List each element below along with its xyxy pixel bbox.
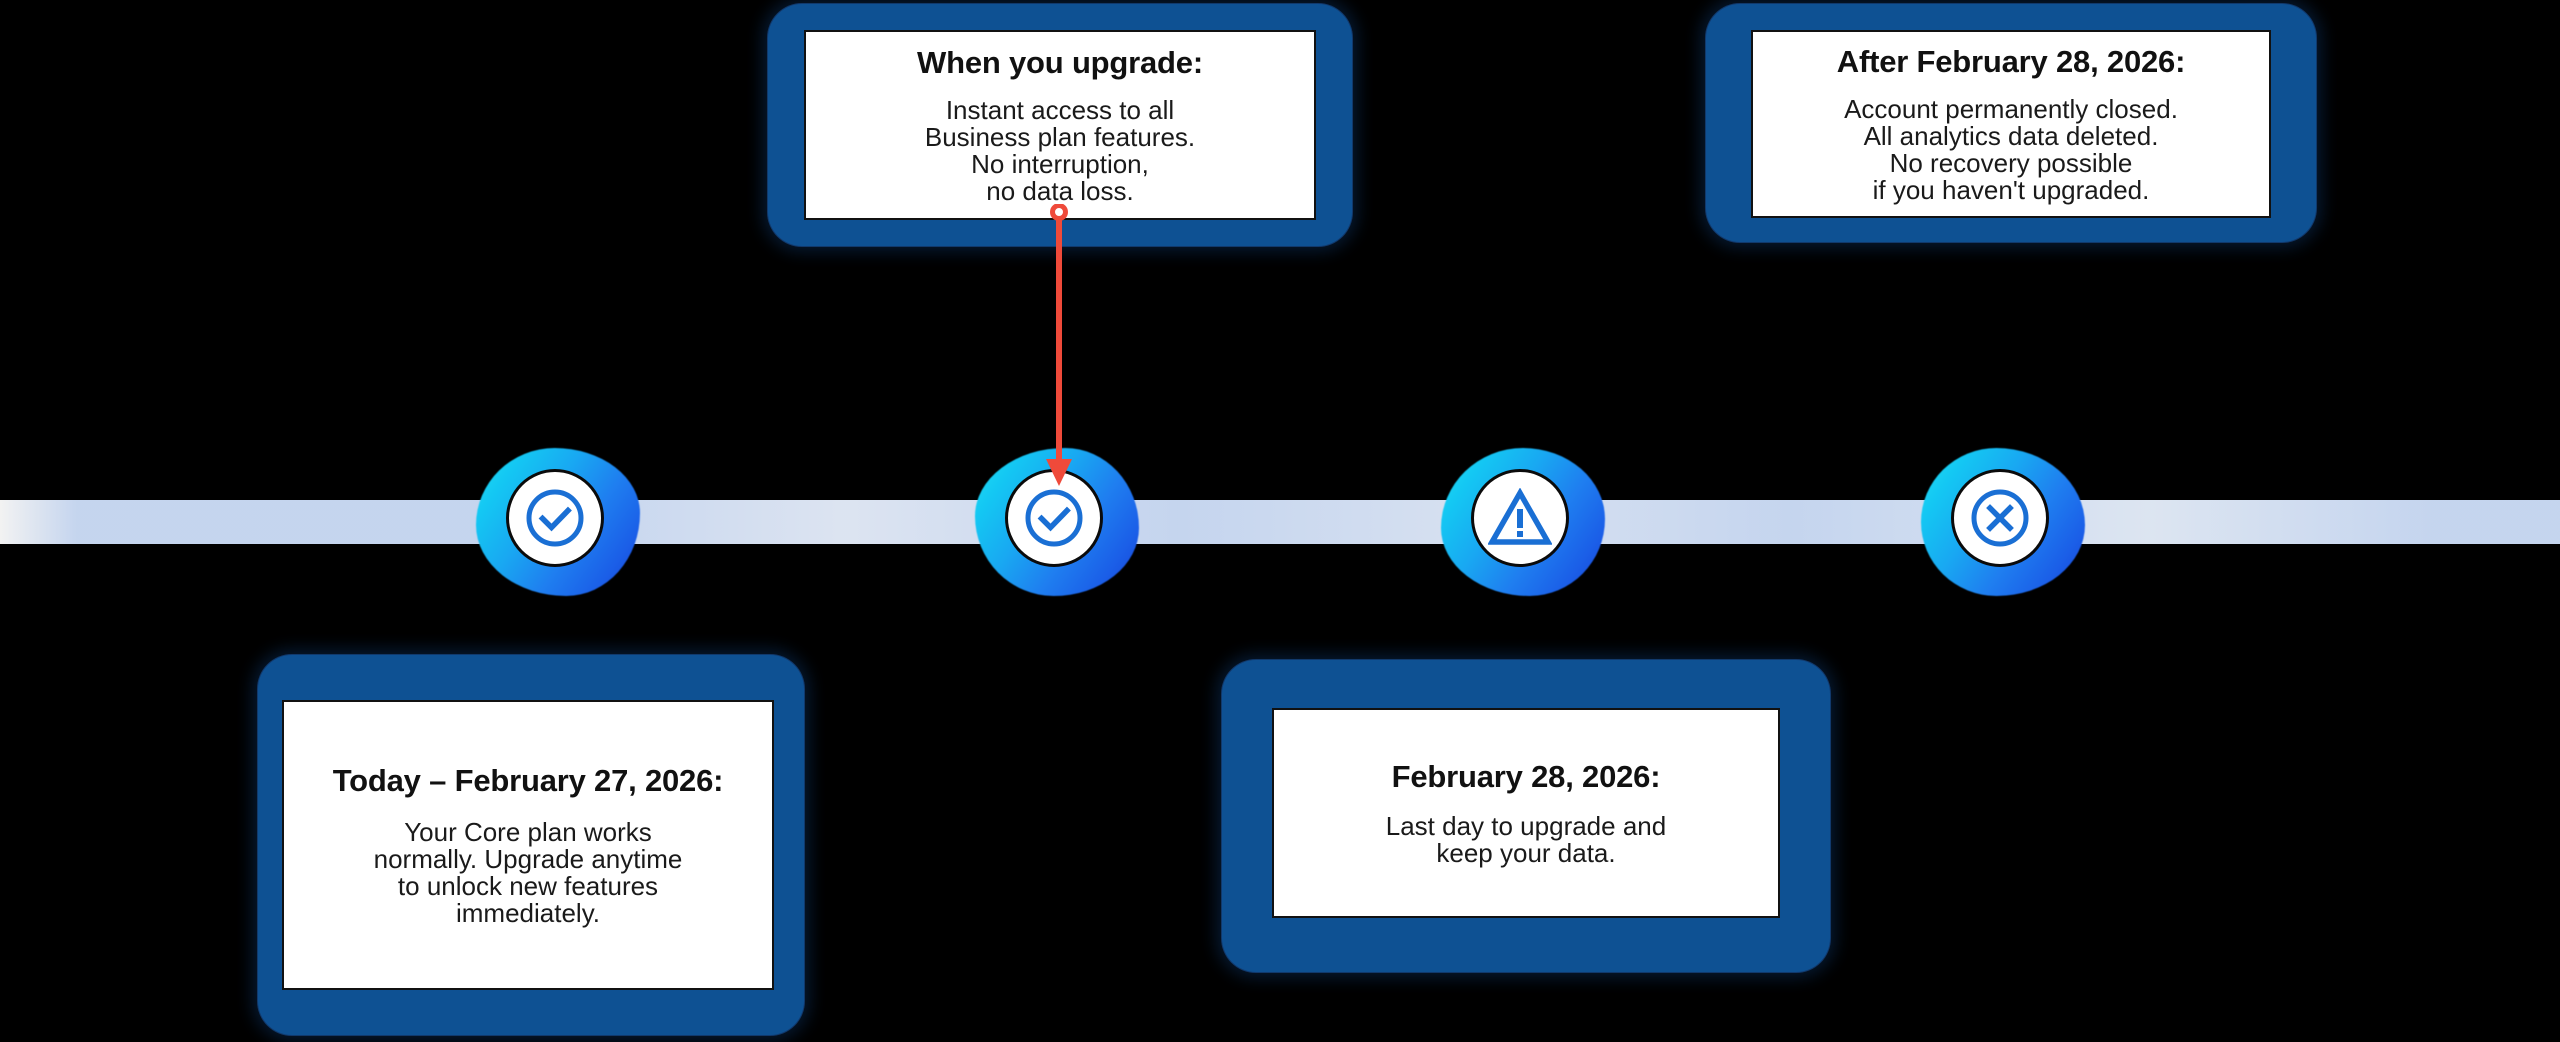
callout-card: February 28, 2026: Last day to upgrade a…: [1272, 708, 1780, 918]
callout-feb-28-last-day: February 28, 2026: Last day to upgrade a…: [1222, 660, 1830, 972]
callout-title: February 28, 2026:: [1391, 759, 1661, 794]
callout-body: Instant access to all Business plan feat…: [924, 95, 1196, 206]
callout-title: Today – February 27, 2026:: [332, 763, 724, 798]
callout-today-feb-27: Today – February 27, 2026: Your Core pla…: [258, 655, 804, 1035]
marker-closed[interactable]: [1913, 442, 2093, 602]
check-circle-icon: [1025, 489, 1083, 547]
marker-disc: [1951, 469, 2049, 567]
warning-triangle-icon: [1488, 488, 1552, 545]
connector-arrow-icon: [1046, 203, 1072, 486]
check-circle-icon: [526, 489, 584, 547]
callout-card: After February 28, 2026: Account permane…: [1751, 30, 2271, 218]
marker-disc: [1005, 469, 1103, 567]
upgrade-connector-arrow: [1043, 203, 1075, 494]
marker-disc: [1471, 469, 1569, 567]
callout-body: Your Core plan works normally. Upgrade a…: [373, 817, 683, 928]
marker-lastday[interactable]: [1433, 442, 1613, 602]
marker-today[interactable]: [468, 442, 648, 602]
callout-card: When you upgrade: Instant access to all …: [804, 30, 1316, 220]
marker-disc: [506, 469, 604, 567]
callout-body: Last day to upgrade and keep your data.: [1385, 811, 1667, 868]
x-circle-icon: [1971, 489, 2029, 547]
timeline-bar: [0, 500, 2560, 544]
callout-card: Today – February 27, 2026: Your Core pla…: [282, 700, 774, 990]
callout-title: When you upgrade:: [917, 45, 1203, 80]
callout-after-feb-28: After February 28, 2026: Account permane…: [1706, 4, 2316, 242]
callout-title: After February 28, 2026:: [1836, 44, 2186, 79]
callout-body: Account permanently closed. All analytic…: [1844, 94, 2178, 205]
